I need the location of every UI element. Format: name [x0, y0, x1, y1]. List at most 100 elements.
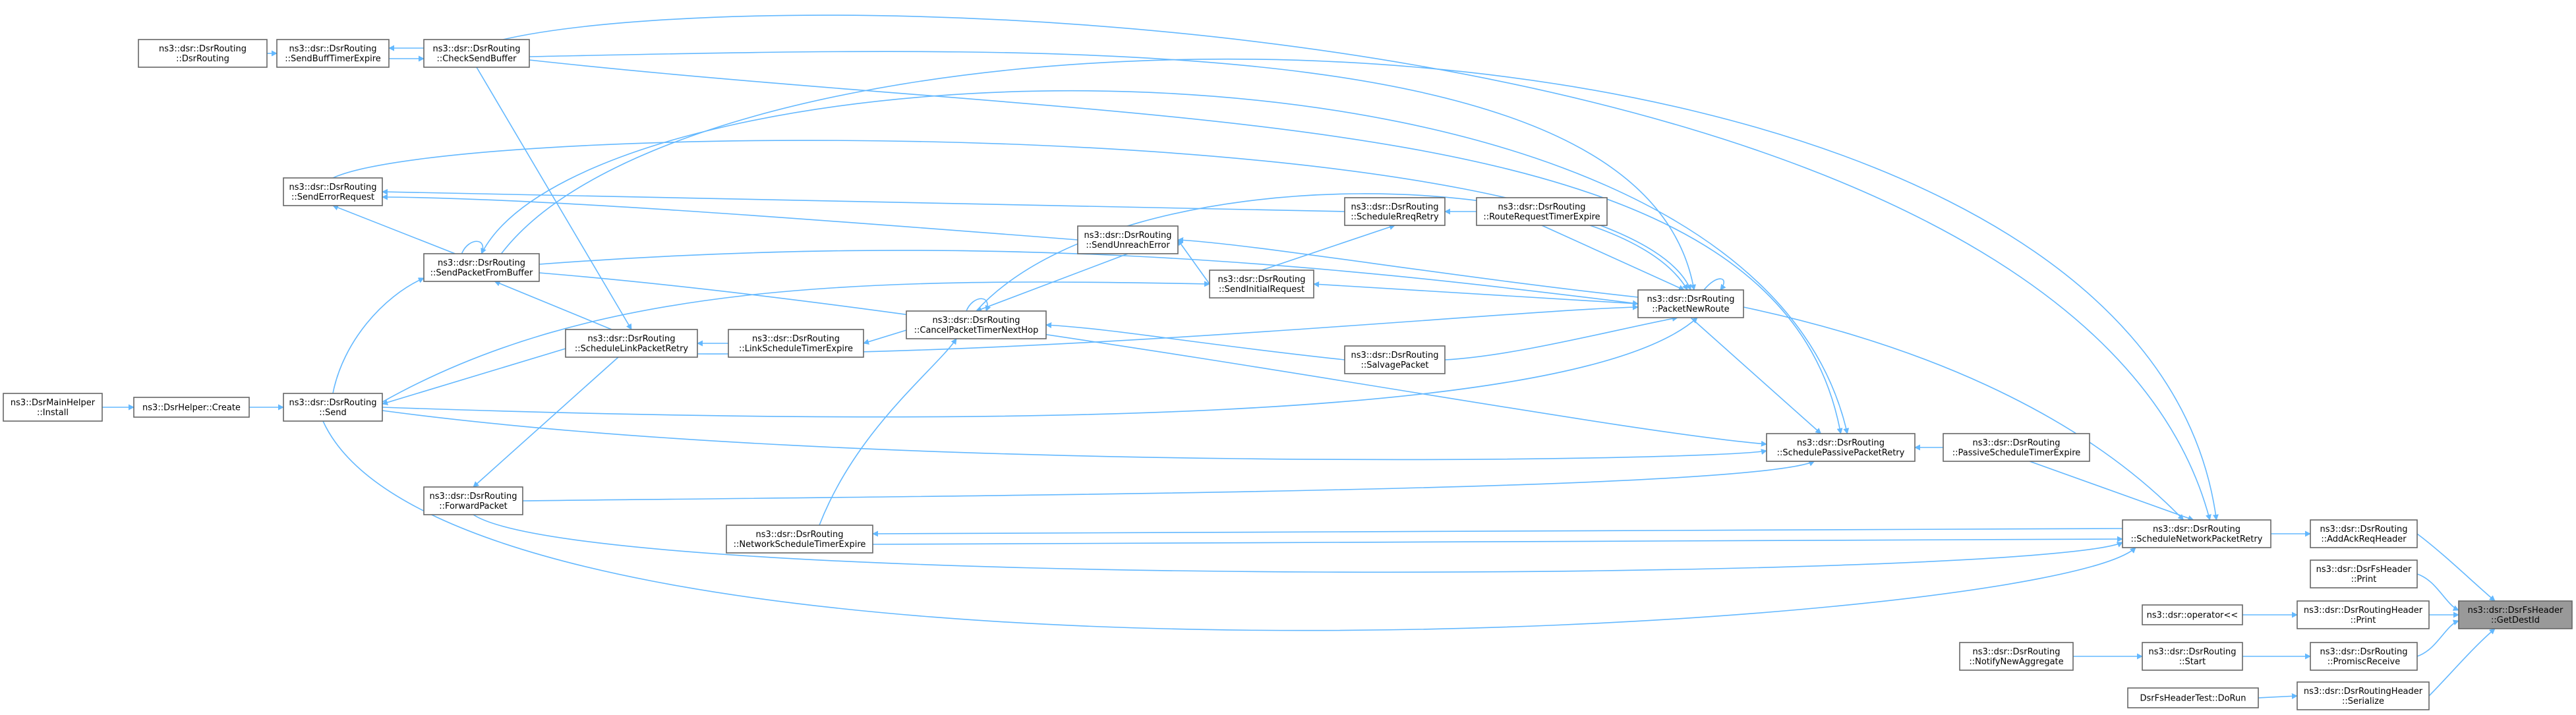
node-networkscheduletimerexpire[interactable]: ns3::dsr::DsrRouting::NetworkScheduleTim…: [726, 525, 873, 554]
node-label-line: ::DsrRouting: [176, 54, 229, 64]
node-box: [1209, 270, 1314, 299]
node-label-line: ns3::dsr::DsrRouting: [289, 398, 377, 408]
edge-checksendbuffer-to-schedulepassivepacketretry: [529, 59, 1843, 434]
node-dsrfsheader-print[interactable]: ns3::dsr::DsrFsHeader::Print: [2310, 559, 2418, 588]
edge-dsrfsheader-print-to-getdestid: [2416, 573, 2459, 611]
node-label-line: ns3::dsr::DsrRouting: [1498, 202, 1586, 212]
node-label-line: ns3::dsr::DsrRouting: [1797, 438, 1885, 448]
node-label-line: ns3::DsrHelper::Create: [142, 403, 241, 413]
node-label-line: ns3::dsr::DsrRouting: [756, 530, 844, 540]
node-label-line: ::SendErrorRequest: [291, 192, 374, 202]
node-label-line: ns3::dsr::DsrRouting: [588, 334, 676, 344]
edge-forwardpacket-to-schedulenetworkpacketretry: [473, 514, 2123, 573]
edge-schedulelinkpacketretry-to-sendpacketfrombuffer: [494, 280, 612, 330]
node-box: [2122, 519, 2271, 548]
node-schedulepassivepacketretry[interactable]: ns3::dsr::DsrRouting::SchedulePassivePac…: [1766, 433, 1916, 462]
node-label-line: ns3::dsr::DsrRouting: [1647, 295, 1735, 304]
node-linkscheduletimerexpire[interactable]: ns3::dsr::DsrRouting::LinkScheduleTimerE…: [728, 329, 864, 358]
node-label-line: ::ScheduleRreqRetry: [1351, 212, 1439, 222]
node-label-line: ns3::dsr::DsrRouting: [933, 316, 1020, 326]
edge-send-to-schedulenetworkpacketretry: [322, 420, 2136, 631]
node-cancelpackettimernexthop[interactable]: ns3::dsr::DsrRouting::CancelPacketTimerN…: [906, 310, 1047, 339]
node-label-line: ::SendInitialRequest: [1219, 285, 1304, 295]
node-label-line: ns3::dsr::DsrRouting: [430, 492, 517, 501]
node-label-line: ::Serialize: [2342, 697, 2384, 706]
node-label-line: ns3::dsr::DsrRouting: [438, 258, 525, 268]
node-senderrorrequest[interactable]: ns3::dsr::DsrRouting::SendErrorRequest: [283, 177, 383, 206]
edge-send-to-sendinitialrequest: [382, 281, 1210, 403]
node-operator-lshift[interactable]: ns3::dsr::operator<<: [2142, 604, 2243, 625]
node-dsrroutingheader-print[interactable]: ns3::dsr::DsrRoutingHeader::Print: [2297, 600, 2430, 629]
node-salvagepacket[interactable]: ns3::dsr::DsrRouting::SalvagePacket: [1344, 345, 1446, 374]
node-checksendbuffer[interactable]: ns3::dsr::DsrRouting::CheckSendBuffer: [423, 39, 530, 68]
node-dsrrouting[interactable]: ns3::dsr::DsrRouting::DsrRouting: [138, 39, 268, 68]
edge-cancelpackettimernexthop-to-cancelpackettimernexthop: [966, 298, 991, 312]
edge-checksendbuffer-to-schedulenetworkpacketretry: [502, 14, 2211, 521]
node-box: [2142, 642, 2243, 671]
node-box: [1943, 433, 2090, 462]
node-label-line: ::SendBuffTimerExpire: [285, 54, 381, 64]
node-box: [565, 329, 698, 358]
node-box: [2127, 687, 2259, 708]
node-routerequesttimerexpire[interactable]: ns3::dsr::DsrRouting::RouteRequestTimerE…: [1476, 197, 1608, 226]
node-label-line: ::PromiscReceive: [2327, 657, 2400, 667]
node-label-line: ::Print: [2351, 615, 2376, 625]
node-sendbufftimerexpire[interactable]: ns3::dsr::DsrRouting::SendBuffTimerExpir…: [276, 39, 390, 68]
node-sendunreacherror[interactable]: ns3::dsr::DsrRouting::SendUnreachError: [1077, 225, 1179, 254]
node-label-line: ::SendPacketFromBuffer: [430, 268, 533, 278]
edge-salvagepacket-to-packetnewroute: [1444, 316, 1678, 360]
node-schedulenetworkpacketretry[interactable]: ns3::dsr::DsrRouting::ScheduleNetworkPac…: [2122, 519, 2271, 548]
node-dsrroutingheader-serialize[interactable]: ns3::dsr::DsrRoutingHeader::Serialize: [2297, 681, 2430, 710]
edge-cancelpackettimernexthop-to-packetnewroute: [976, 193, 1688, 312]
node-promiscreceive[interactable]: ns3::dsr::DsrRouting::PromiscReceive: [2310, 642, 2418, 671]
node-label-line: ::ForwardPacket: [439, 501, 508, 511]
edge-sendpacketfrombuffer-to-schedulenetworkpacketretry: [500, 58, 2219, 521]
node-label-line: ns3::dsr::DsrRoutingHeader: [2304, 606, 2423, 615]
node-box: [423, 486, 523, 515]
edge-addackreqheader-to-getdestid: [2416, 533, 2496, 602]
node-label-line: ::PacketNewRoute: [1652, 304, 1729, 314]
node-packetnewroute[interactable]: ns3::dsr::DsrRouting::PacketNewRoute: [1637, 289, 1744, 318]
edge-packetnewroute-to-sendunreacherror: [1177, 237, 1639, 298]
node-send[interactable]: ns3::dsr::DsrRouting::Send: [283, 393, 383, 422]
edge-routerequesttimerexpire-to-packetnewroute: [1541, 225, 1685, 291]
node-passivescheduletimerexpire[interactable]: ns3::dsr::DsrRouting::PassiveScheduleTim…: [1943, 433, 2090, 462]
node-label-line: ns3::DsrMainHelper: [11, 398, 96, 408]
node-box: [3, 393, 103, 422]
node-dsrhelper-create[interactable]: ns3::DsrHelper::Create: [133, 397, 250, 418]
node-box: [2310, 519, 2418, 548]
node-addackreqheader[interactable]: ns3::dsr::DsrRouting::AddAckReqHeader: [2310, 519, 2418, 548]
node-sendpacketfrombuffer[interactable]: ns3::dsr::DsrRouting::SendPacketFromBuff…: [423, 253, 540, 282]
edge-passivescheduletimerexpire-to-schedulenetworkpacketretry: [2029, 461, 2194, 521]
node-label-line: ::GetDestId: [2491, 615, 2540, 625]
node-getdestid[interactable]: ns3::dsr::DsrFsHeader::GetDestId: [2458, 600, 2573, 629]
node-label-line: ::CancelPacketTimerNextHop: [914, 326, 1039, 335]
node-sendinitialrequest[interactable]: ns3::dsr::DsrRouting::SendInitialRequest: [1209, 270, 1314, 299]
nodes-layer: ns3::dsr::DsrRouting::DsrRoutingns3::dsr…: [3, 39, 2573, 710]
node-schedulerreqretry[interactable]: ns3::dsr::DsrRouting::ScheduleRreqRetry: [1344, 197, 1446, 226]
node-forwardpacket[interactable]: ns3::dsr::DsrRouting::ForwardPacket: [423, 486, 523, 515]
node-dsrfsheadertest-dorun[interactable]: DsrFsHeaderTest::DoRun: [2127, 687, 2259, 708]
edge-sendinitialrequest-to-sendunreacherror: [1177, 239, 1210, 285]
edge-schedulelinkpacketretry-to-send: [382, 348, 566, 405]
edge-sendpacketfrombuffer-to-schedulepassivepacketretry: [481, 90, 1850, 434]
edge-packetnewroute-to-schedulenetworkpacketretry: [1743, 306, 2184, 521]
edge-sendinitialrequest-to-schedulerreqretry: [1261, 224, 1395, 271]
node-label-line: ns3::dsr::DsrRoutingHeader: [2304, 687, 2423, 697]
node-box: [1344, 197, 1446, 226]
node-label-line: ns3::dsr::DsrRouting: [433, 44, 521, 54]
node-dsrmainhelper-install[interactable]: ns3::DsrMainHelper::Install: [3, 393, 103, 422]
node-label-line: ::AddAckReqHeader: [2321, 534, 2407, 544]
edge-schedulelinkpacketretry-to-forwardpacket: [473, 357, 619, 488]
node-schedulelinkpacketretry[interactable]: ns3::dsr::DsrRouting::ScheduleLinkPacket…: [565, 329, 698, 358]
edge-networkscheduletimerexpire-to-schedulenetworkpacketretry: [872, 536, 2123, 545]
node-notifynewaggregate[interactable]: ns3::dsr::DsrRouting::NotifyNewAggregate: [1959, 642, 2074, 671]
node-start[interactable]: ns3::dsr::DsrRouting::Start: [2142, 642, 2243, 671]
node-label-line: ns3::dsr::DsrRouting: [2153, 525, 2240, 534]
node-label-line: ::SalvagePacket: [1361, 360, 1428, 370]
edge-send-to-sendpacketfrombuffer: [332, 277, 424, 394]
edge-sendpacketfrombuffer-to-senderrorrequest: [332, 204, 455, 254]
node-label-line: ::ScheduleNetworkPacketRetry: [2131, 534, 2263, 544]
node-label-line: ns3::dsr::DsrRouting: [1973, 647, 2061, 657]
node-label-line: ns3::dsr::DsrRouting: [289, 44, 377, 54]
